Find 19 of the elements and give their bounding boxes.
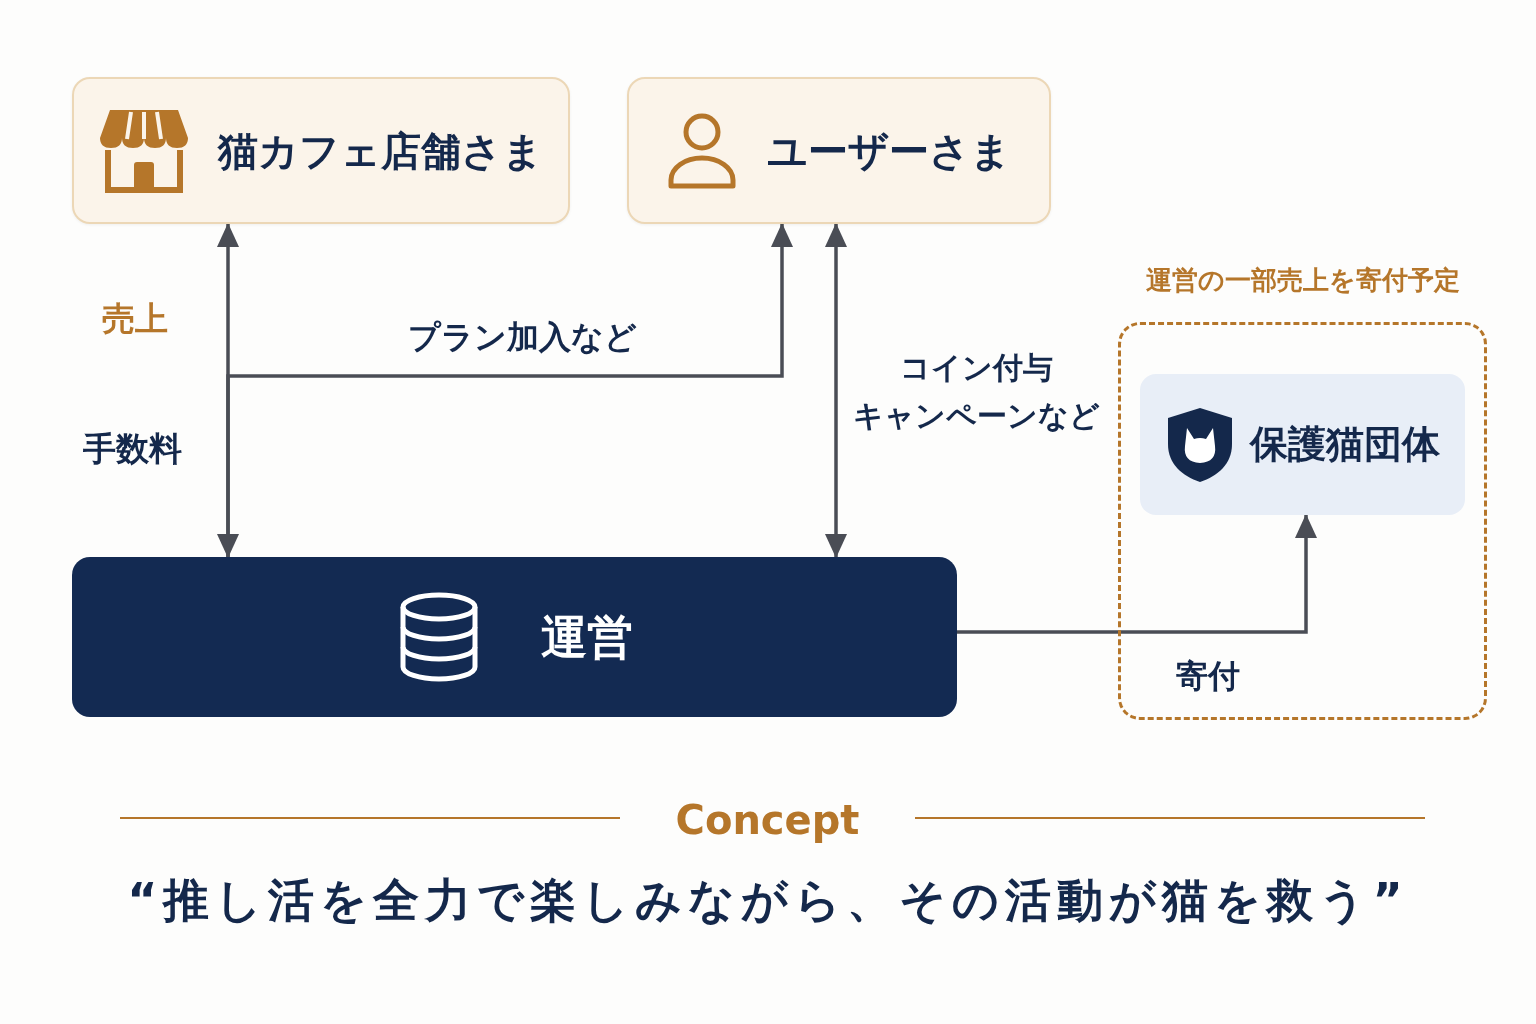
arrow bbox=[226, 223, 793, 557]
operator-panel bbox=[72, 557, 957, 717]
concept-quote: “推し活を全力で楽しみながら、その活動が猫を救う” bbox=[126, 872, 1410, 929]
edge-label: コイン付与キャンペーンなど bbox=[851, 349, 1101, 435]
edge-label: プラン加入など bbox=[406, 317, 638, 358]
concept-heading: Concept bbox=[674, 796, 861, 845]
flow-label: 売上 bbox=[102, 298, 168, 340]
arrow bbox=[957, 514, 1317, 634]
group-heading: 運営の一部売上を寄付予定 bbox=[1144, 264, 1461, 297]
node-label: ユーザーさま bbox=[767, 126, 1011, 176]
organization-card bbox=[1140, 374, 1465, 515]
node-label: 運営 bbox=[540, 608, 633, 666]
entity-card bbox=[72, 77, 570, 224]
node-label: 猫カフェ店舗さま bbox=[217, 126, 543, 176]
arrow bbox=[825, 223, 847, 558]
entity-card bbox=[627, 77, 1051, 224]
edge-label: 寄付 bbox=[1175, 656, 1241, 697]
node-label: 保護猫団体 bbox=[1249, 421, 1440, 468]
flow-label: 手数料 bbox=[83, 428, 182, 470]
